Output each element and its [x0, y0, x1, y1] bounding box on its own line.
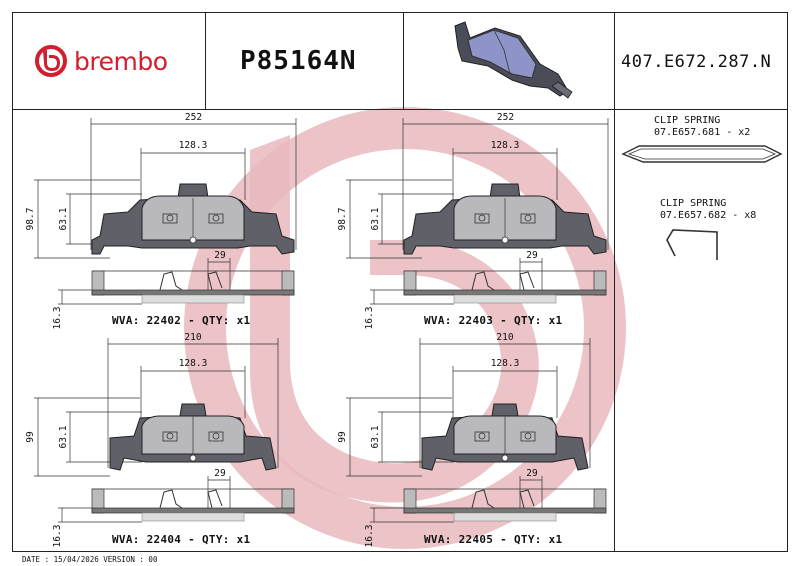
- column-divider: [614, 12, 615, 552]
- pad-2-clip-mark-2: [520, 213, 536, 224]
- header-bottom-rule: [12, 109, 788, 110]
- pad-2-clip-dot-1: [478, 214, 486, 222]
- header-divider-2: [403, 12, 404, 109]
- pad-3-clip-width-label: 29: [214, 468, 226, 479]
- pad-4-wva: WVA: 22405 - QTY: x1: [424, 533, 563, 546]
- pad-1-height-label: 98.7: [25, 208, 36, 231]
- sheet-border: [12, 12, 788, 552]
- pad-2-clip-dot-2: [524, 214, 532, 222]
- pad-1-wva: WVA: 22402 - QTY: x1: [112, 314, 251, 327]
- clip-1-label: CLIP SPRING: [654, 115, 721, 126]
- pad-2-width-label: 252: [497, 112, 514, 123]
- pad-1-side-clip: [159, 271, 183, 291]
- pad-4-clip-dot-2: [524, 432, 532, 440]
- pad-3-side-backing: [91, 507, 295, 514]
- pad-2-side-friction: [453, 294, 557, 304]
- pad-1-side-backing: [91, 289, 295, 296]
- pad-3-side-clip-2: [207, 489, 223, 509]
- pad-4-side-clip: [471, 489, 495, 509]
- pad-1-clip-mark-2: [208, 213, 224, 224]
- part-code: P85164N: [240, 46, 357, 76]
- pad-3-inner-height-label: 63.1: [58, 425, 69, 448]
- pad-3-side-friction: [141, 512, 245, 522]
- pad-4-width-label: 210: [496, 332, 513, 343]
- pad-3-inner-width-label: 128.3: [179, 358, 208, 369]
- pad-3-center-hole: [189, 454, 197, 462]
- pad-3-clip-dot-1: [166, 432, 174, 440]
- pad-1-thickness-label: 16.3: [52, 307, 63, 330]
- pad-4-side-friction: [453, 512, 557, 522]
- pad-2-side-clip-2: [519, 271, 535, 291]
- pad-4-inner-width-label: 128.3: [491, 358, 520, 369]
- pad-1-clip-width-label: 29: [214, 250, 226, 261]
- reference-code: 407.E672.287.N: [621, 52, 772, 72]
- pad-2-height-label: 98.7: [337, 208, 348, 231]
- pad-4-clip-mark-1: [474, 431, 490, 442]
- clip-1-code: 07.E657.681 - x2: [654, 127, 751, 138]
- pad-1-clip-dot-1: [166, 214, 174, 222]
- clip-2-code: 07.E657.682 - x8: [660, 210, 757, 221]
- pad-2-group: 252 128.3 98.7 63.1 29 16.3: [337, 112, 609, 330]
- pad-2-center-hole: [501, 236, 509, 244]
- pad-2-clip-width-label: 29: [526, 250, 538, 261]
- pad-2-clip-mark-1: [474, 213, 490, 224]
- pad-4-clip-dot-1: [478, 432, 486, 440]
- pad-4-height-label: 99: [337, 431, 348, 443]
- pad-3-side-clip: [159, 489, 183, 509]
- pad-2-inner-height-label: 63.1: [370, 207, 381, 230]
- pad-3-clip-mark-2: [208, 431, 224, 442]
- clip-2-label: CLIP SPRING: [660, 198, 727, 209]
- header-divider-1: [205, 12, 206, 109]
- pad-1-inner-width-label: 128.3: [179, 140, 208, 151]
- pad-1-inner-height-label: 63.1: [58, 207, 69, 230]
- pad-2-side-backing: [403, 289, 607, 296]
- pad-3-thickness-label: 16.3: [52, 525, 63, 548]
- pad-3d-render: [454, 21, 573, 99]
- footer-date-version: DATE : 15/04/2026 VERSION : 00: [22, 555, 158, 564]
- pad-1-center-hole: [189, 236, 197, 244]
- pad-1-width-label: 252: [185, 112, 202, 123]
- pad-2-thickness-label: 16.3: [364, 307, 375, 330]
- pad-4-group: 210 128.3 99 63.1 29 16.3: [337, 332, 607, 548]
- pad-4-side-backing: [403, 507, 607, 514]
- pad-3-height-label: 99: [25, 431, 36, 443]
- pad-4-clip-mark-2: [520, 431, 536, 442]
- pad-4-thickness-label: 16.3: [364, 525, 375, 548]
- pad-4-clip-width-label: 29: [526, 468, 538, 479]
- pad-1-group: 252 128.3 98.7 63.1 29 16.3: [25, 112, 297, 330]
- pad-3-group: 210 128.3 99 63.1 29 16.3: [25, 332, 295, 548]
- pad-4-side-clip-2: [519, 489, 535, 509]
- pad-1-clip-mark-1: [162, 213, 178, 224]
- pad-2-inner-width-label: 128.3: [491, 140, 520, 151]
- pad-3-wva: WVA: 22404 - QTY: x1: [112, 533, 251, 546]
- pad-2-side-clip: [471, 271, 495, 291]
- pad-1-side-clip-2: [207, 271, 223, 291]
- clip-spring-1-drawing: [621, 145, 783, 163]
- pad-4-center-hole: [501, 454, 509, 462]
- brembo-logo: brembo: [34, 44, 168, 78]
- brembo-logo-icon: [35, 45, 67, 77]
- brand-name: brembo: [74, 46, 168, 76]
- pad-2-wva: WVA: 22403 - QTY: x1: [424, 314, 563, 327]
- pad-4-inner-height-label: 63.1: [370, 425, 381, 448]
- pad-1-clip-dot-2: [212, 214, 220, 222]
- clip-spring-2-drawing: [666, 229, 718, 260]
- pad-3-clip-dot-2: [212, 432, 220, 440]
- pad-1-side-friction: [141, 294, 245, 304]
- pad-3-clip-mark-1: [162, 431, 178, 442]
- pad-3-width-label: 210: [184, 332, 201, 343]
